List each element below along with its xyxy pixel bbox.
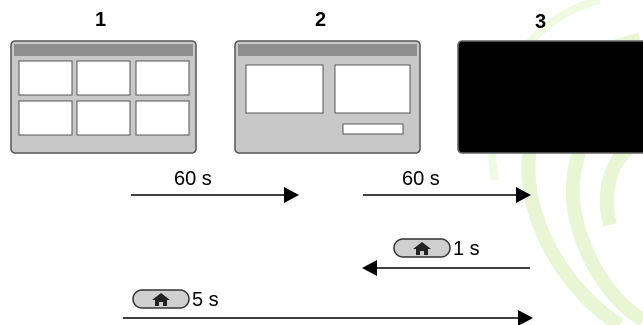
tile bbox=[18, 100, 73, 136]
transition-2-label: 60 s bbox=[402, 168, 440, 190]
screen-3 bbox=[457, 40, 643, 154]
tile bbox=[18, 60, 73, 96]
screen-2 bbox=[234, 40, 421, 154]
screen-1-number: 1 bbox=[95, 9, 107, 31]
tile bbox=[76, 60, 131, 96]
transition-3-label: 1 s bbox=[453, 238, 480, 260]
tile bbox=[135, 100, 190, 136]
home-button-icon bbox=[393, 238, 451, 258]
tile bbox=[135, 60, 190, 96]
transition-4-label: 5 s bbox=[192, 289, 219, 311]
panel bbox=[245, 64, 324, 114]
bar bbox=[342, 123, 404, 135]
tile bbox=[76, 100, 131, 136]
panel bbox=[334, 64, 411, 114]
screen-3-number: 3 bbox=[535, 11, 547, 33]
screen-2-number: 2 bbox=[315, 9, 327, 31]
transition-1-label: 60 s bbox=[174, 168, 212, 190]
home-button-icon bbox=[132, 289, 190, 309]
screen-1 bbox=[10, 40, 197, 154]
